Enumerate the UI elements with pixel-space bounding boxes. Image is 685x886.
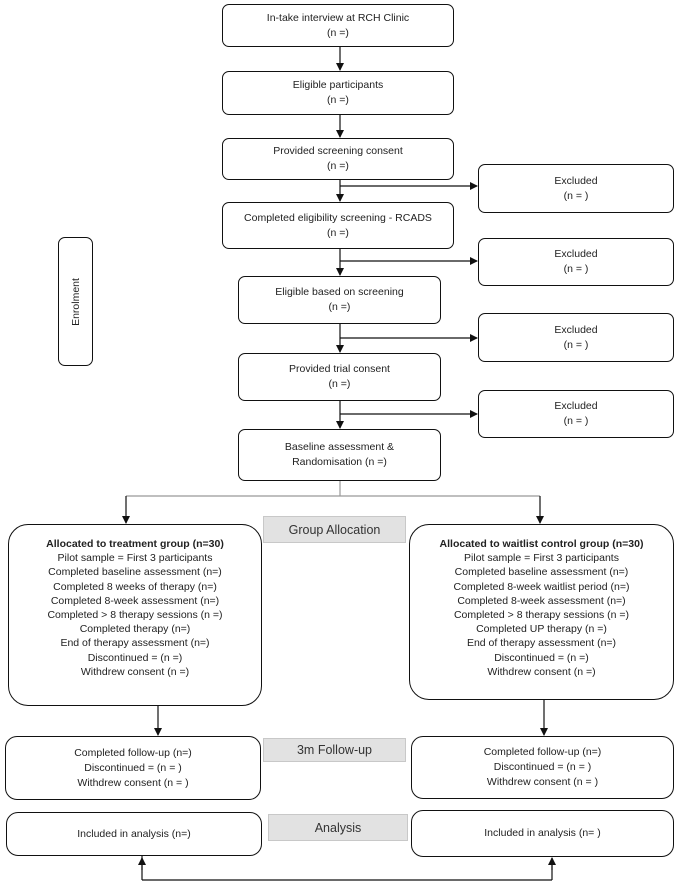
- waitlist-line-6: Completed UP therapy (n =): [476, 623, 607, 636]
- eligible-screening-count: (n =): [328, 301, 351, 313]
- screening-consent-count: (n =): [327, 160, 349, 172]
- treatment-line-3: Completed 8 weeks of therapy (n=): [53, 580, 217, 593]
- treatment-line-9: Withdrew consent (n =): [80, 665, 190, 678]
- baseline-randomisation-count: Randomisation (n =): [292, 456, 387, 468]
- screening-consent-title: Provided screening consent: [273, 145, 403, 157]
- waitlist-line-8: Discontinued = (n =): [494, 651, 589, 664]
- intake-interview-count: (n =): [327, 26, 349, 39]
- eligible-participants-count: (n =): [327, 94, 349, 106]
- excluded-count-3: (n = ): [563, 338, 589, 351]
- waitlist-followup-line-2: Discontinued = (n = ): [493, 761, 592, 773]
- waitlist-followup-line-1: Completed follow-up (n=): [483, 746, 602, 758]
- excluded-count-2: (n = ): [563, 263, 589, 275]
- excluded-box-1: Excluded (n = ): [478, 164, 674, 213]
- eligible-participants-box: Eligible participants (n =): [222, 71, 454, 115]
- trial-consent-count: (n =): [328, 378, 351, 390]
- treatment-group-box: Allocated to treatment group (n=30) Pilo…: [8, 524, 262, 706]
- waitlist-line-2: Completed baseline assessment (n=): [454, 566, 629, 579]
- group-allocation-label: Group Allocation: [263, 516, 406, 543]
- excluded-count-1: (n = ): [563, 189, 589, 202]
- rcads-screening-title: Completed eligibility screening - RCADS: [244, 211, 432, 224]
- waitlist-line-4: Completed 8-week assessment (n=): [457, 594, 626, 607]
- treatment-followup-line-2: Discontinued = (n = ): [84, 761, 182, 774]
- waitlist-group-title: Allocated to waitlist control group (n=3…: [439, 538, 644, 550]
- excluded-title-3: Excluded: [554, 323, 598, 336]
- rcads-screening-count: (n =): [327, 226, 349, 239]
- waitlist-analysis-text: Included in analysis (n= ): [484, 827, 601, 839]
- waitlist-analysis-box: Included in analysis (n= ): [411, 810, 674, 857]
- waitlist-followup-line-3: Withdrew consent (n = ): [486, 776, 599, 788]
- baseline-randomisation-title: Baseline assessment &: [284, 441, 395, 453]
- waitlist-line-9: Withdrew consent (n =): [487, 665, 596, 678]
- treatment-line-2: Completed baseline assessment (n=): [48, 566, 222, 579]
- waitlist-followup-box: Completed follow-up (n=) Discontinued = …: [411, 736, 674, 799]
- eligible-screening-title: Eligible based on screening: [275, 286, 404, 298]
- treatment-followup-box: Completed follow-up (n=) Discontinued = …: [5, 736, 261, 800]
- excluded-box-3: Excluded (n = ): [478, 313, 674, 362]
- treatment-line-4: Completed 8-week assessment (n=): [50, 594, 220, 607]
- treatment-line-1: Pilot sample = First 3 participants: [57, 552, 213, 565]
- treatment-group-title: Allocated to treatment group (n=30): [46, 538, 224, 550]
- waitlist-line-5: Completed > 8 therapy sessions (n =): [453, 609, 630, 622]
- waitlist-group-box: Allocated to waitlist control group (n=3…: [409, 524, 674, 700]
- baseline-randomisation-box: Baseline assessment & Randomisation (n =…: [238, 429, 441, 481]
- excluded-title-2: Excluded: [554, 248, 598, 260]
- intake-interview-box: In-take interview at RCH Clinic (n =): [222, 4, 454, 47]
- treatment-followup-line-3: Withdrew consent (n = ): [77, 776, 189, 789]
- excluded-count-4: (n = ): [563, 415, 589, 427]
- waitlist-line-1: Pilot sample = First 3 participants: [464, 552, 619, 565]
- enrolment-label-box: Enrolment: [58, 237, 93, 366]
- waitlist-line-7: End of therapy assessment (n=): [466, 637, 617, 650]
- trial-consent-box: Provided trial consent (n =): [238, 353, 441, 401]
- treatment-line-7: End of therapy assessment (n=): [60, 637, 210, 650]
- trial-consent-title: Provided trial consent: [289, 363, 390, 375]
- eligible-screening-box: Eligible based on screening (n =): [238, 276, 441, 324]
- eligible-participants-title: Eligible participants: [292, 79, 384, 91]
- intake-interview-title: In-take interview at RCH Clinic: [266, 11, 410, 24]
- treatment-line-6: Completed therapy (n=): [79, 623, 191, 636]
- treatment-line-5: Completed > 8 therapy sessions (n =): [47, 609, 223, 622]
- screening-consent-box: Provided screening consent (n =): [222, 138, 454, 180]
- excluded-title-1: Excluded: [554, 174, 598, 187]
- treatment-analysis-text: Included in analysis (n=): [77, 827, 191, 840]
- excluded-box-2: Excluded (n = ): [478, 238, 674, 286]
- treatment-followup-line-1: Completed follow-up (n=): [74, 746, 192, 759]
- rcads-screening-box: Completed eligibility screening - RCADS …: [222, 202, 454, 249]
- excluded-title-4: Excluded: [554, 400, 598, 412]
- treatment-line-8: Discontinued = (n =): [87, 651, 183, 664]
- waitlist-line-3: Completed 8-week waitlist period (n=): [453, 580, 630, 593]
- enrolment-label: Enrolment: [69, 277, 82, 326]
- analysis-label: Analysis: [268, 814, 408, 841]
- excluded-box-4: Excluded (n = ): [478, 390, 674, 438]
- followup-label: 3m Follow-up: [263, 738, 406, 762]
- treatment-analysis-box: Included in analysis (n=): [6, 812, 262, 856]
